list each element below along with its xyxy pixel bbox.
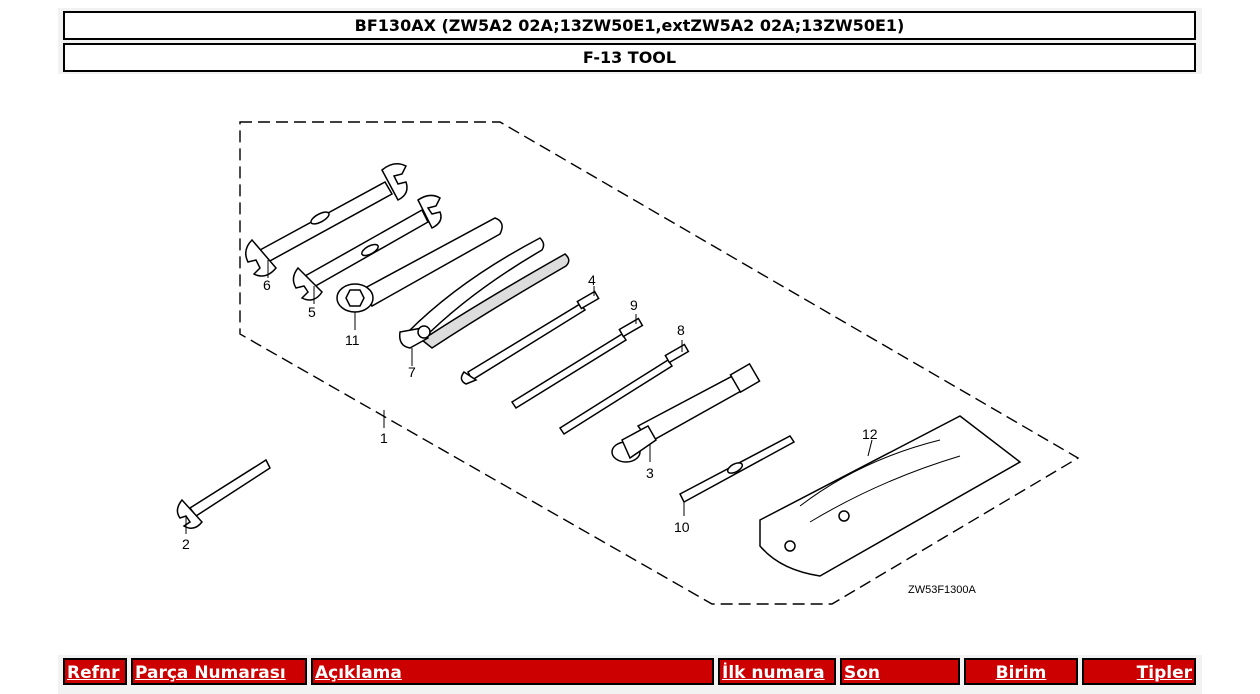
pliers-7-icon[interactable]: [398, 237, 570, 349]
wrench-5-icon[interactable]: [292, 194, 442, 301]
spanner-2-icon[interactable]: [176, 458, 271, 529]
leader-lines: [185, 260, 873, 534]
diagram-code: ZW53F1300A: [908, 584, 977, 596]
callout-9[interactable]: 9: [630, 297, 638, 313]
col-description-header[interactable]: Açıklama: [311, 658, 714, 685]
callout-4[interactable]: 4: [588, 272, 596, 288]
col-ref-header[interactable]: Refnr: [63, 658, 127, 685]
parts-table-header: Refnr Parça Numarası Açıklama İlk numara…: [58, 655, 1202, 694]
callout-3[interactable]: 3: [646, 465, 654, 481]
parts-diagram[interactable]: 1 2 3 4 5 6 7 8 9 10 11 12 ZW53F1300A: [160, 110, 1100, 610]
section-title: F-13 TOOL: [63, 43, 1196, 72]
callout-5[interactable]: 5: [308, 304, 316, 320]
socket-wrench-3-icon[interactable]: [611, 362, 761, 463]
tool-10-icon[interactable]: [679, 435, 796, 504]
screwdriver-8-icon[interactable]: [558, 343, 690, 436]
screwdriver-9-icon[interactable]: [510, 317, 644, 410]
callout-6[interactable]: 6: [263, 277, 271, 293]
header-panel: BF130AX (ZW5A2 02A;13ZW50E1,extZW5A2 02A…: [58, 8, 1202, 74]
callout-7[interactable]: 7: [408, 364, 416, 380]
tool-bag-12-icon[interactable]: [759, 415, 1022, 577]
col-first-number-header[interactable]: İlk numara: [718, 658, 836, 685]
col-part-number-header[interactable]: Parça Numarası: [131, 658, 307, 685]
screwdriver-4-icon[interactable]: [460, 290, 600, 385]
kit-outline: [239, 121, 1080, 605]
model-title: BF130AX (ZW5A2 02A;13ZW50E1,extZW5A2 02A…: [63, 11, 1196, 40]
col-unit-header[interactable]: Birim: [964, 658, 1078, 685]
callout-11[interactable]: 11: [345, 332, 360, 348]
callout-1[interactable]: 1: [380, 430, 388, 446]
callout-8[interactable]: 8: [677, 322, 685, 338]
col-last-header[interactable]: Son: [840, 658, 960, 685]
callout-2[interactable]: 2: [182, 536, 190, 552]
callout-10[interactable]: 10: [674, 519, 690, 535]
col-types-header[interactable]: Tipler: [1082, 658, 1196, 685]
callout-12[interactable]: 12: [862, 426, 878, 442]
wrench-11-icon[interactable]: [336, 217, 503, 313]
wrench-6-icon[interactable]: [245, 163, 408, 277]
